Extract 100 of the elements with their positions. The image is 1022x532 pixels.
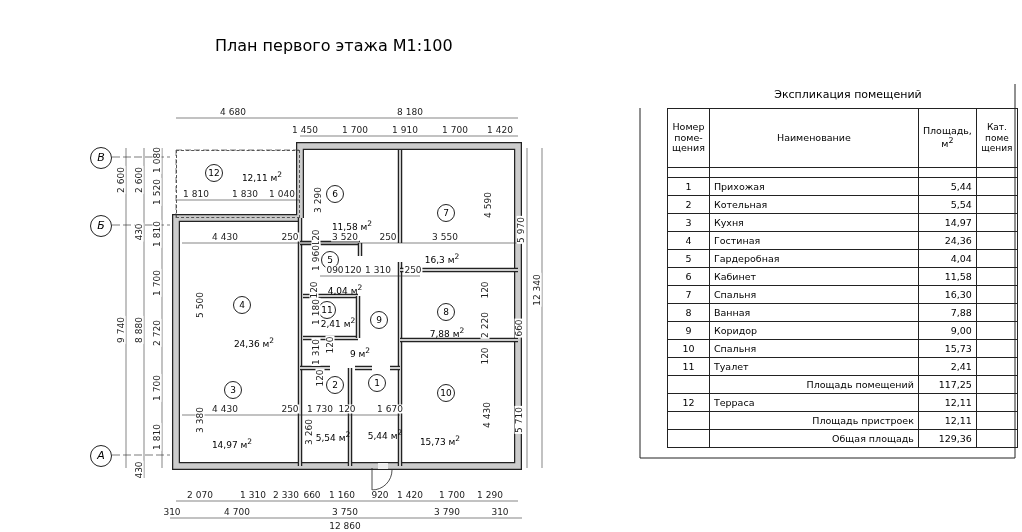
dimension-label: 3 260: [304, 418, 314, 446]
dimension-label: 1 700: [438, 490, 466, 500]
dimension-label: 1 040: [268, 189, 296, 199]
table-cell: Прихожая: [709, 177, 919, 196]
dimension-label: 9 740: [116, 316, 126, 344]
dimension-label: 120: [480, 346, 490, 366]
dimension-label: 1 730: [306, 404, 334, 414]
table-cell: 4: [667, 231, 710, 250]
table-cell: 9,00: [918, 321, 977, 340]
room-number: 3: [224, 381, 242, 399]
dimension-label: 5 710: [514, 406, 524, 434]
axis-marker: В: [90, 147, 112, 169]
room-area-label: 24,36 м$^{2}$: [233, 335, 275, 349]
table-cell: 11,58: [918, 267, 977, 286]
table-cell: 14,97: [918, 213, 977, 232]
dimension-label: 5 970: [516, 216, 526, 244]
dimension-label: 1 810: [152, 423, 162, 451]
table-cell: 11: [667, 357, 710, 376]
dimension-label: 1 180: [311, 298, 321, 326]
dimension-label: 3 380: [195, 406, 205, 434]
dimension-label: 1 450: [291, 125, 319, 135]
room-number: 6: [326, 185, 344, 203]
table-cell: 5: [667, 249, 710, 268]
table-cell: Туалет: [709, 357, 919, 376]
table-cell: 8: [667, 303, 710, 322]
dimension-label: 3 750: [331, 507, 359, 517]
table-cell: 12: [667, 393, 710, 412]
table-cell: 7: [667, 285, 710, 304]
dimension-label: 4 680: [219, 107, 247, 117]
table-cell: Общая площадь: [709, 429, 919, 448]
room-area-label: 11,58 м$^{2}$: [331, 218, 373, 232]
dimension-label: 660: [514, 318, 524, 338]
dimension-label: 1 700: [152, 374, 162, 402]
table-cell: 2,41: [918, 357, 977, 376]
dimension-label: 8 180: [396, 107, 424, 117]
room-area-label: 12,11 м$^{2}$: [241, 169, 283, 183]
dimension-label: 120: [315, 368, 325, 388]
dimension-label: 250: [280, 232, 300, 242]
table-cell: 16,30: [918, 285, 977, 304]
table-cell: Спальня: [709, 339, 919, 358]
dimension-label: 120: [480, 280, 490, 300]
dimension-label: 1 310: [364, 265, 392, 275]
dimension-label: 1 290: [476, 490, 504, 500]
table-cell: 5,44: [918, 177, 977, 196]
dimension-label: 920: [370, 490, 390, 500]
table-cell: Ванная: [709, 303, 919, 322]
dimension-label: 4 430: [211, 232, 239, 242]
dimension-label: 3 790: [433, 507, 461, 517]
axis-marker: Б: [90, 215, 112, 237]
room-number: 8: [437, 303, 455, 321]
dimension-label: 2 720: [152, 319, 162, 347]
dimension-label: 310: [490, 507, 510, 517]
table-heading: Экспликация помещений: [774, 87, 922, 101]
table-cell: Спальня: [709, 285, 919, 304]
dimension-label: 1 700: [441, 125, 469, 135]
dimension-label: 1 810: [182, 189, 210, 199]
room-area-label: 14,97 м$^{2}$: [211, 436, 253, 450]
dimension-label: 12 340: [532, 273, 542, 307]
room-area-label: 15,73 м$^{2}$: [419, 433, 461, 447]
dimension-label: 4 590: [483, 191, 493, 219]
dimension-label: 4 430: [211, 404, 239, 414]
room-number: 4: [233, 296, 251, 314]
room-area-label: 4,04 м$^{2}$: [327, 282, 363, 296]
header-cell: Номер поме- щения: [667, 108, 710, 168]
header-cell: Кат. поме щения: [976, 108, 1018, 168]
dimension-label: 3 290: [313, 186, 323, 214]
dimension-label: 1 910: [391, 125, 419, 135]
room-area-label: 5,44 м$^{2}$: [367, 427, 403, 441]
dimension-label: 2 330: [272, 490, 300, 500]
dimension-label: 1 830: [231, 189, 259, 199]
table-cell: 129,36: [918, 429, 977, 448]
table-cell: Площадь помещений: [709, 375, 919, 394]
dimension-label: 12 860: [328, 521, 362, 531]
header-cell: Площадь, м$^{2}$: [918, 108, 977, 168]
table-cell: Гостиная: [709, 231, 919, 250]
dimension-label: 4 430: [482, 401, 492, 429]
room-number: 9: [370, 311, 388, 329]
plan-title: План первого этажа М1:100: [215, 36, 453, 55]
room-area-label: 16,3 м$^{2}$: [424, 251, 460, 265]
table-cell: Терраса: [709, 393, 919, 412]
dimension-label: 2 220: [480, 311, 490, 339]
dimension-label: 1 310: [239, 490, 267, 500]
dimension-label: 1 160: [328, 490, 356, 500]
table-cell: 10: [667, 339, 710, 358]
table-cell: Кухня: [709, 213, 919, 232]
dimension-label: 1 420: [486, 125, 514, 135]
dimension-label: 1 520: [152, 178, 162, 206]
table-cell: 12,11: [918, 393, 977, 412]
dimension-label: 430: [134, 222, 144, 242]
dimension-label: 1 700: [341, 125, 369, 135]
room-area-label: 7,88 м$^{2}$: [429, 325, 465, 339]
dimension-label: 1 080: [152, 146, 162, 174]
table-cell: 7,88: [918, 303, 977, 322]
table-cell: 2: [667, 195, 710, 214]
dimension-label: 3 520: [331, 232, 359, 242]
dimension-label: 1 810: [152, 220, 162, 248]
table-cell: 15,73: [918, 339, 977, 358]
dimension-label: 2 600: [134, 166, 144, 194]
table-cell: Котельная: [709, 195, 919, 214]
table-cell: Площадь пристроек: [709, 411, 919, 430]
